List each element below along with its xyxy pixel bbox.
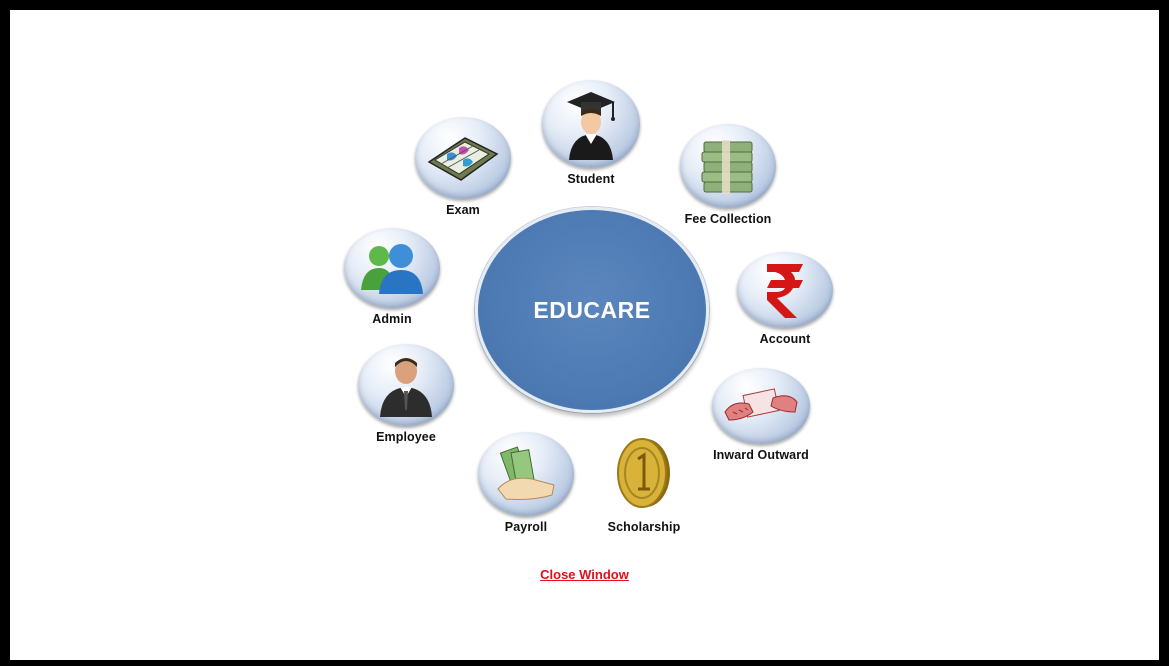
fee-bubble[interactable] xyxy=(680,124,776,208)
users-group-icon xyxy=(357,240,427,296)
module-payroll[interactable]: Payroll xyxy=(478,432,574,534)
module-label: Fee Collection xyxy=(684,212,772,226)
close-window-link[interactable]: Close Window xyxy=(540,567,629,582)
exam-paper-icon xyxy=(425,132,501,184)
module-account[interactable]: Account xyxy=(737,252,833,346)
module-label: Inward Outward xyxy=(713,448,809,462)
module-label: Admin xyxy=(372,312,412,326)
scholarship-bubble xyxy=(604,430,684,516)
module-student[interactable]: Student xyxy=(542,80,640,186)
inward-bubble[interactable] xyxy=(712,368,810,444)
module-label: Scholarship xyxy=(607,520,681,534)
module-fee-collection[interactable]: Fee Collection xyxy=(680,124,776,226)
module-label: Employee xyxy=(376,430,436,444)
gold-coin-icon xyxy=(612,433,676,513)
account-bubble[interactable] xyxy=(737,252,833,328)
businessman-icon xyxy=(376,353,436,417)
graduate-student-icon xyxy=(561,88,621,160)
module-inward-outward[interactable]: Inward Outward xyxy=(712,368,810,462)
module-label: Payroll xyxy=(504,520,548,534)
module-employee[interactable]: Employee xyxy=(358,344,454,444)
money-stack-icon xyxy=(696,136,760,196)
payroll-bubble[interactable] xyxy=(478,432,574,516)
module-exam[interactable]: Exam xyxy=(415,117,511,217)
module-label: Account xyxy=(759,332,811,346)
rupee-icon xyxy=(763,260,807,320)
employee-bubble[interactable] xyxy=(358,344,454,426)
admin-bubble[interactable] xyxy=(344,228,440,308)
module-label: Student xyxy=(567,172,615,186)
cash-in-hand-icon xyxy=(492,445,560,503)
app-title: EDUCARE xyxy=(533,296,651,323)
exam-bubble[interactable] xyxy=(415,117,511,199)
module-scholarship[interactable]: Scholarship xyxy=(604,430,684,534)
module-label: Exam xyxy=(446,203,480,217)
module-admin[interactable]: Admin xyxy=(344,228,440,326)
handover-document-icon xyxy=(723,382,799,430)
student-bubble[interactable] xyxy=(542,80,640,168)
educare-hub: EDUCARE xyxy=(475,207,709,413)
